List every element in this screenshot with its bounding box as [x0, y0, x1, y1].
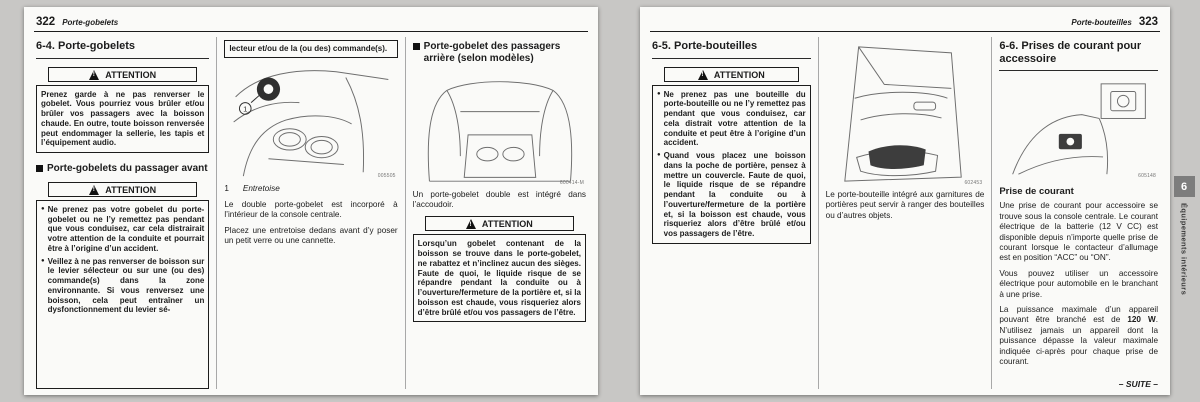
- attention-carryover-box: lecteur et/ou de la (ou des) commande(s)…: [224, 40, 398, 58]
- body-paragraph: Un porte-gobelet double est intégré dans…: [412, 189, 586, 209]
- bullet-icon: ●: [657, 152, 661, 159]
- attention-label: ATTENTION: [105, 184, 157, 195]
- max-wattage-value: 120 W: [1127, 315, 1156, 325]
- bullet-icon: ●: [41, 205, 45, 212]
- figure-code: 605148: [1138, 173, 1157, 180]
- section-title-6-4: 6-4. Porte-gobelets: [36, 39, 210, 59]
- attention-label: ATTENTION: [713, 69, 765, 80]
- attention-bullet-item: ● Quand vous placez une boisson dans la …: [657, 151, 806, 239]
- warning-triangle-icon: [89, 69, 100, 80]
- section-title-6-5: 6-5. Porte-bouteilles: [652, 39, 811, 59]
- left-running-title: Porte-gobelets: [62, 18, 119, 27]
- left-page-header: 322 Porte-gobelets: [34, 15, 588, 32]
- page-right: Porte-bouteilles 323 6-5. Porte-bouteill…: [640, 7, 1170, 395]
- legend-number: 1: [224, 183, 229, 193]
- attention-box: ● Ne prenez pas votre gobelet du porte-g…: [36, 199, 210, 389]
- attention-header: ATTENTION: [48, 66, 198, 82]
- subsection-rear-passengers: Porte-gobelet des passagers arrière (sel…: [412, 41, 586, 65]
- legend-label: Entretoise: [242, 183, 280, 193]
- left-page-number: 322: [36, 16, 56, 28]
- bullet-icon: ●: [41, 257, 45, 264]
- section-title-6-6: 6-6. Prises de courant pour accessoire: [999, 39, 1159, 72]
- left-column-2: lecteur et/ou de la (ou des) commande(s)…: [216, 37, 404, 389]
- console-cupholders-illustration: 1: [233, 69, 389, 176]
- right-page-header: Porte-bouteilles 323: [650, 15, 1160, 32]
- figure-door-bottle-holder: 602453: [826, 41, 985, 187]
- right-column-1: 6-5. Porte-bouteilles ATTENTION ● Ne pre…: [650, 37, 818, 389]
- black-square-icon: [36, 165, 43, 173]
- chapter-number-badge: 6: [1173, 176, 1195, 197]
- right-page-number: 323: [1138, 16, 1158, 28]
- bullet-icon: ●: [657, 90, 661, 97]
- attention-box: Lorsqu’un gobelet contenant de la boisso…: [412, 234, 586, 323]
- body-paragraph: La puissance maximale d’un appareil pouv…: [999, 304, 1159, 366]
- warning-triangle-icon: [697, 69, 708, 80]
- subsection-front-passenger: Porte-gobelets du passager avant: [36, 163, 209, 175]
- door-bottle-holder-illustration: [844, 46, 962, 182]
- attention-bullet-item: ● Ne prenez pas votre gobelet du porte-g…: [41, 204, 205, 253]
- attention-header: ATTENTION: [664, 66, 799, 82]
- subheading-power-outlet: Prise de courant: [999, 186, 1074, 198]
- power-outlet-illustration: [1011, 83, 1146, 175]
- black-square-icon: [412, 43, 420, 50]
- chapter-tab: 6 Équipements intérieurs: [1172, 176, 1196, 295]
- figure-power-outlet: 605148: [999, 80, 1158, 180]
- body-paragraph: Placez une entretoise dedans avant d’y p…: [224, 225, 398, 245]
- rear-seat-illustration: [428, 80, 573, 182]
- left-column-1: 6-4. Porte-gobelets ATTENTION Prenez gar…: [34, 37, 216, 389]
- left-column-3: Porte-gobelet des passagers arrière (sel…: [404, 37, 588, 389]
- attention-label: ATTENTION: [105, 69, 157, 80]
- chapter-tab-label: Équipements intérieurs: [1179, 203, 1189, 296]
- body-paragraph: Le double porte-gobelet est incorporé à …: [224, 199, 398, 220]
- page-left: 322 Porte-gobelets 6-4. Porte-gobelets A…: [24, 7, 598, 395]
- figure-caption: Le porte-bouteille intégré aux garniture…: [825, 190, 985, 220]
- figure-console-cupholders: 1 005505: [224, 64, 397, 180]
- attention-header: ATTENTION: [424, 216, 574, 232]
- attention-label: ATTENTION: [481, 219, 533, 230]
- attention-header: ATTENTION: [48, 181, 198, 197]
- figure-code: 602453: [964, 180, 983, 186]
- right-running-title: Porte-bouteilles: [1071, 18, 1132, 27]
- figure-rear-seat: 600414-M: [413, 73, 586, 187]
- figure-code: 600414-M: [559, 179, 584, 186]
- right-column-2: 602453 Le porte-bouteille intégré aux ga…: [817, 37, 992, 389]
- attention-box: ● Ne prenez pas une bouteille du porte-b…: [652, 84, 811, 244]
- figure-legend: 1 Entretoise: [224, 184, 397, 193]
- warning-triangle-icon: [465, 219, 476, 230]
- body-paragraph: Une prise de courant pour accessoire se …: [999, 201, 1159, 263]
- right-column-3: 6-6. Prises de courant pour accessoire: [991, 37, 1160, 389]
- figure-code: 005505: [377, 172, 396, 179]
- warning-triangle-icon: [89, 184, 100, 195]
- figure-callout-1: 1: [243, 104, 247, 113]
- attention-text: Prenez garde à ne pas renverser le gobel…: [41, 89, 205, 148]
- attention-box: Prenez garde à ne pas renverser le gobel…: [36, 84, 210, 154]
- continuation-marker: – SUITE –: [1118, 379, 1159, 389]
- body-paragraph: Vous pouvez utiliser un accessoire élect…: [999, 268, 1159, 299]
- attention-text: Lorsqu’un gobelet contenant de la boisso…: [417, 239, 581, 317]
- attention-bullet-item: ● Veillez à ne pas renverser de boisson …: [41, 256, 205, 315]
- attention-bullet-item: ● Ne prenez pas une bouteille du porte-b…: [657, 89, 806, 148]
